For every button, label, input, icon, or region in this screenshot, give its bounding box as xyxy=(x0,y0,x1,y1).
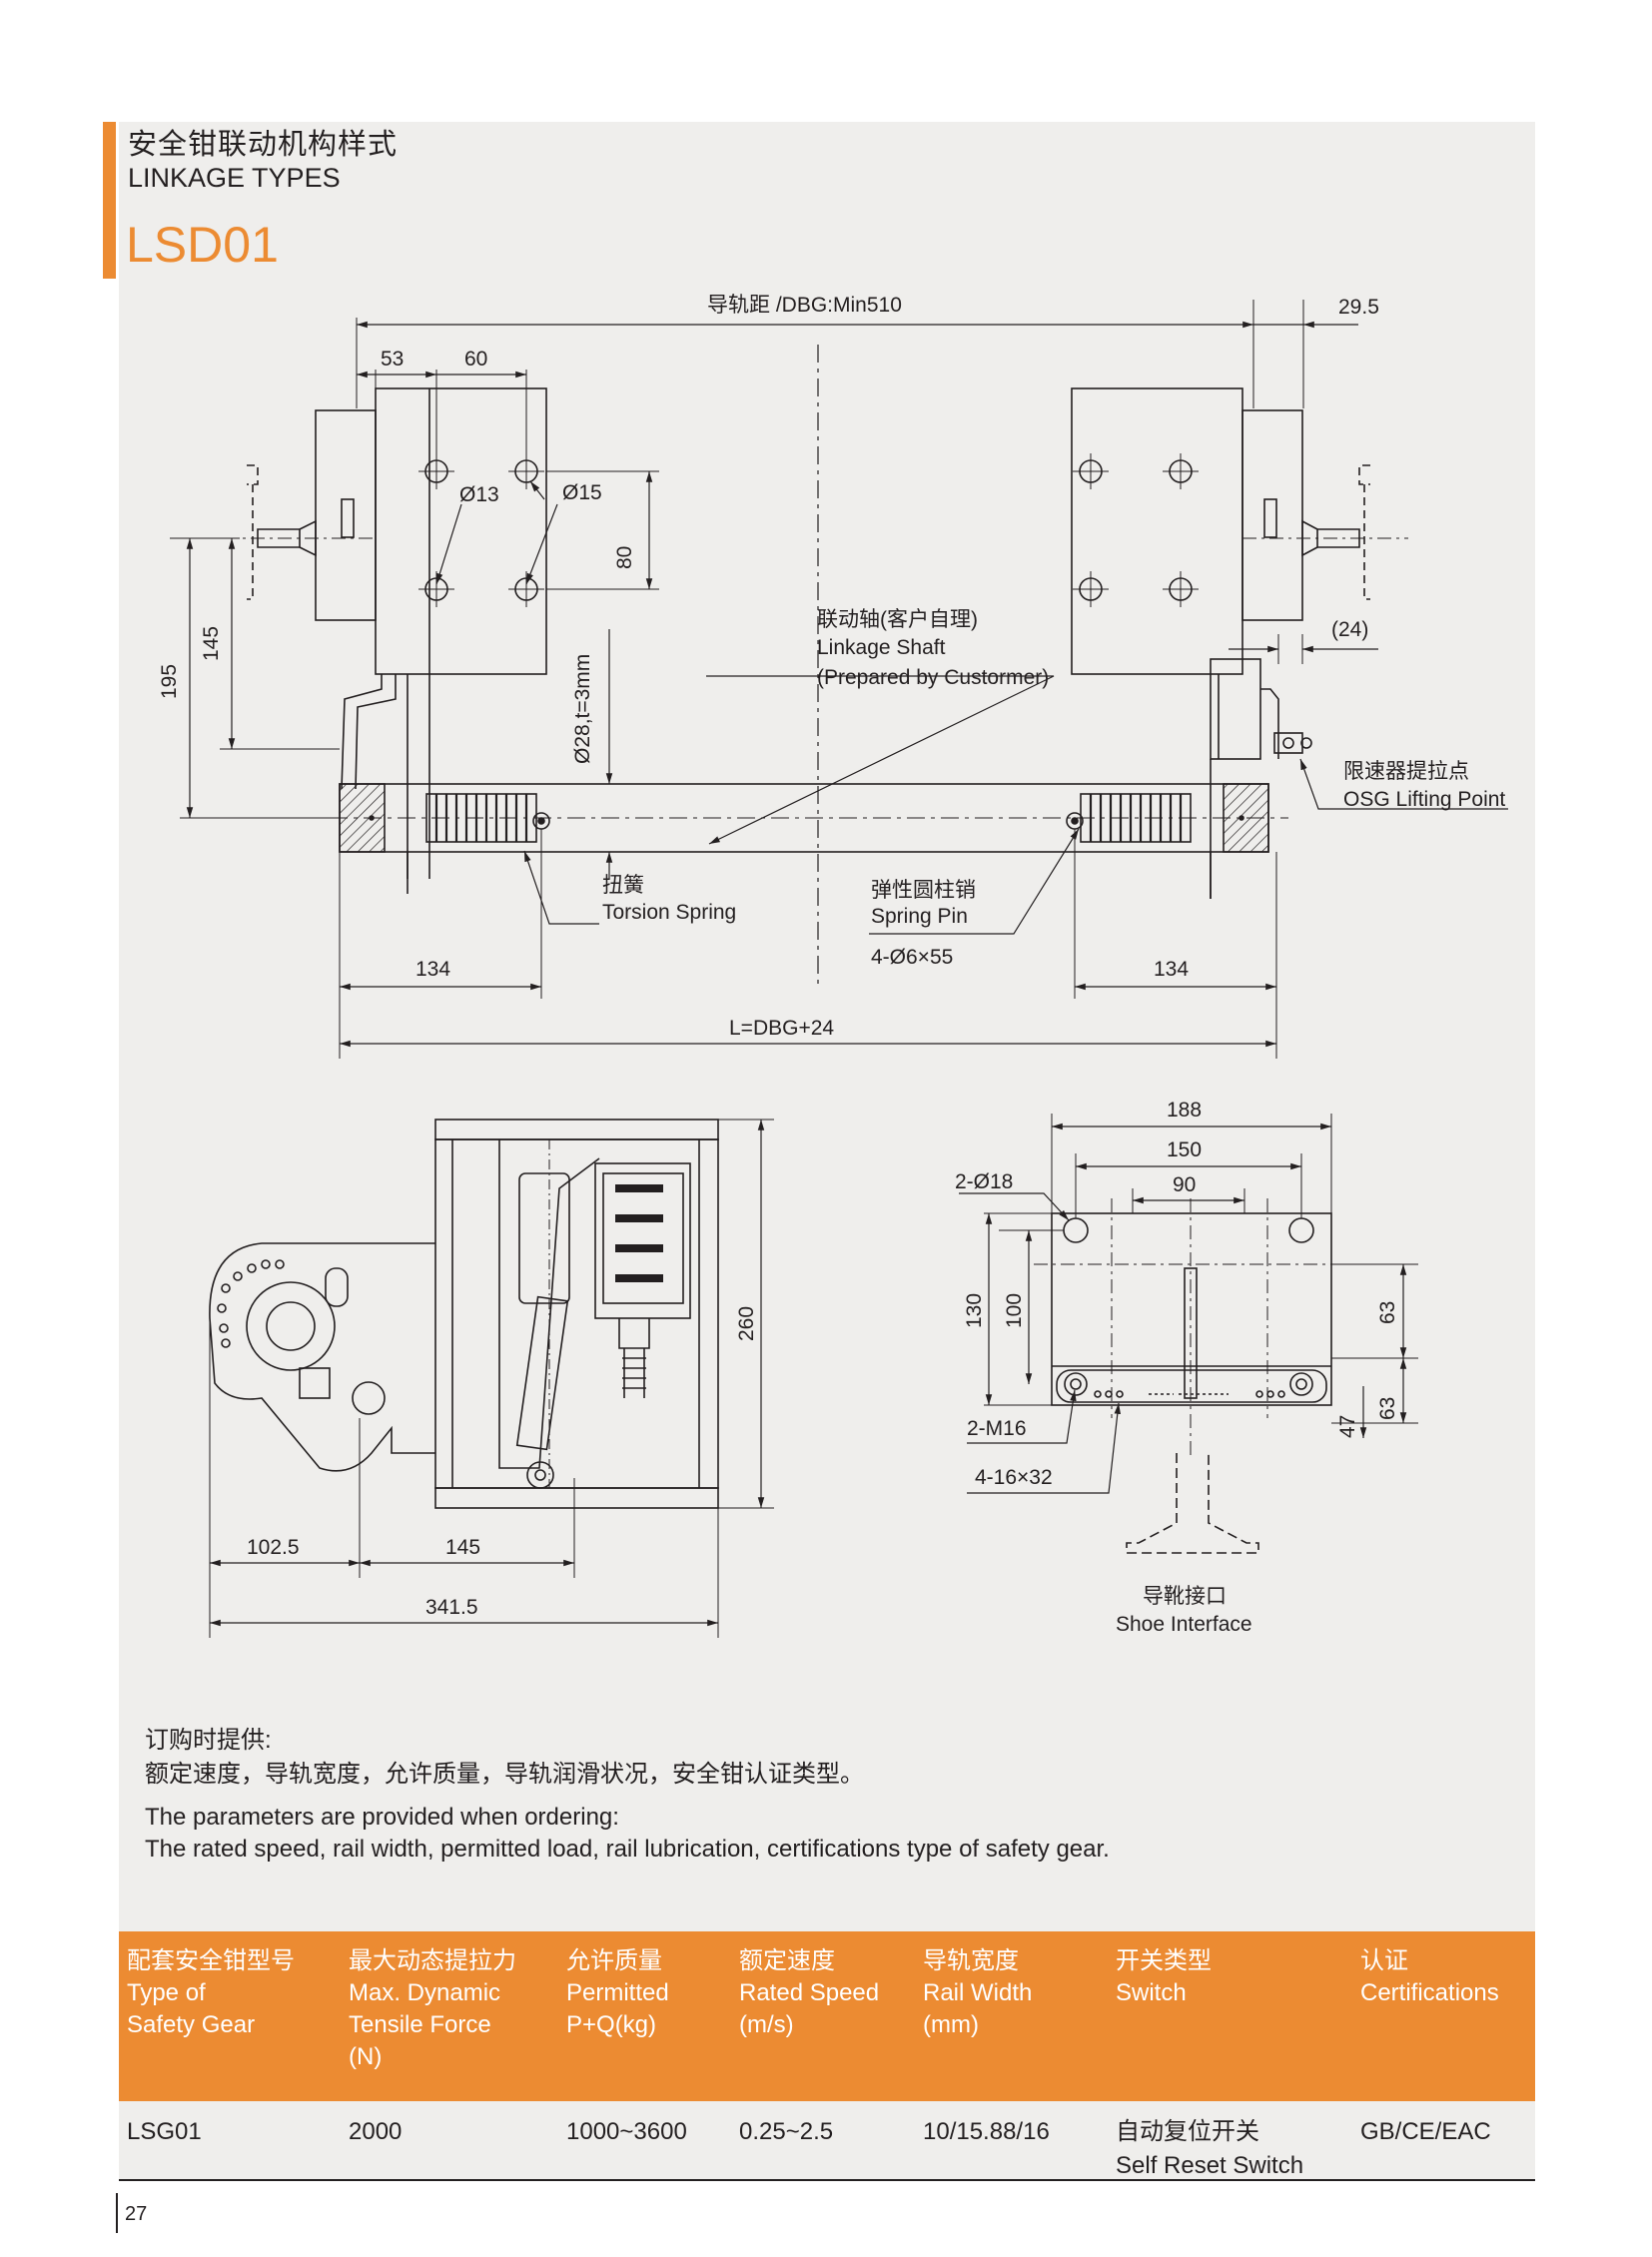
spring-label-en: Torsion Spring xyxy=(602,901,736,924)
order-note-en-title: The parameters are provided when orderin… xyxy=(145,1804,619,1831)
table-row: LSG01 2000 1000~3600 0.25~2.5 10/15.88/1… xyxy=(119,2101,1535,2181)
cell-force: 2000 xyxy=(349,2118,403,2145)
model-name: LSD01 xyxy=(126,217,279,273)
m16-label: 2-M16 xyxy=(967,1417,1027,1440)
page-number-rule xyxy=(116,2193,118,2233)
dim-24: (24) xyxy=(1331,618,1368,641)
osg-label-en: OSG Lifting Point xyxy=(1343,788,1505,811)
dim-102-5: 102.5 xyxy=(247,1536,300,1559)
accent-bar xyxy=(103,122,116,279)
dim-145: 145 xyxy=(200,626,223,661)
page-number: 27 xyxy=(125,2203,148,2225)
hole-15-label: Ø15 xyxy=(562,481,602,504)
dim-195: 195 xyxy=(158,664,181,699)
dim-53: 53 xyxy=(381,348,404,371)
header-force: 最大动态提拉力 Max. Dynamic Tensile Force (N) xyxy=(349,1947,516,2070)
hole-13-label: Ø13 xyxy=(459,483,499,506)
header-certifications: 认证 Certifications xyxy=(1360,1947,1499,2006)
dbg-label: 导轨距 /DBG:Min510 xyxy=(707,294,902,317)
header-rail-width: 导轨宽度 Rail Width (mm) xyxy=(923,1947,1033,2038)
dim-150: 150 xyxy=(1167,1138,1202,1161)
dim-134-right: 134 xyxy=(1154,958,1189,981)
osg-label-cn: 限速器提拉点 xyxy=(1343,760,1469,783)
slot-label: 4-16×32 xyxy=(975,1466,1053,1489)
cell-certifications: GB/CE/EAC xyxy=(1360,2118,1491,2145)
order-note-en-body: The rated speed, rail width, permitted l… xyxy=(145,1836,1110,1863)
cell-speed: 0.25~2.5 xyxy=(739,2118,834,2145)
pin-spec: 4-Ø6×55 xyxy=(871,946,953,969)
dim-63-lower: 63 xyxy=(1376,1397,1399,1420)
dim-145-side: 145 xyxy=(445,1536,480,1559)
dim-100: 100 xyxy=(1003,1293,1026,1328)
dim-341-5: 341.5 xyxy=(425,1596,478,1619)
length-label: L=DBG+24 xyxy=(729,1017,834,1040)
order-note-cn-title: 订购时提供: xyxy=(145,1727,272,1754)
cell-switch: 自动复位开关 Self Reset Switch xyxy=(1116,2118,1304,2179)
content-panel xyxy=(119,122,1535,2181)
shaft-note: (Prepared by Custormer) xyxy=(817,666,1049,689)
dim-80: 80 xyxy=(613,546,636,569)
shaft-label-cn: 联动轴(客户自理) xyxy=(817,608,978,631)
order-note-cn-body: 额定速度，导轨宽度，允许质量，导轨润滑状况，安全钳认证类型。 xyxy=(145,1761,864,1788)
spec-table: 配套安全钳型号 Type of Safety Gear 最大动态提拉力 Max.… xyxy=(119,1931,1535,2181)
pin-label-cn: 弹性圆柱销 xyxy=(871,879,976,902)
dim-90: 90 xyxy=(1173,1173,1196,1196)
shaft-spec: Ø28,t=3mm xyxy=(571,654,594,764)
cell-mass: 1000~3600 xyxy=(566,2118,687,2145)
header-switch: 开关类型 Switch xyxy=(1116,1947,1212,2006)
dim-60: 60 xyxy=(464,348,487,371)
spring-label-cn: 扭簧 xyxy=(602,874,644,897)
header-speed: 额定速度 Rated Speed (m/s) xyxy=(739,1947,880,2038)
cell-rail-width: 10/15.88/16 xyxy=(923,2118,1050,2145)
shoe-label-cn: 导靴接口 xyxy=(1143,1585,1227,1608)
header-mass: 允许质量 Permitted P+Q(kg) xyxy=(566,1947,669,2038)
dim-188: 188 xyxy=(1167,1099,1202,1122)
shaft-label-en: Linkage Shaft xyxy=(817,636,946,659)
dim-63-upper: 63 xyxy=(1376,1301,1399,1324)
header-type: 配套安全钳型号 Type of Safety Gear xyxy=(127,1947,295,2038)
section-title-cn: 安全钳联动机构样式 xyxy=(128,129,399,161)
hole-18-label: 2-Ø18 xyxy=(955,1170,1013,1193)
dim-29-5: 29.5 xyxy=(1338,296,1379,319)
dim-47: 47 xyxy=(1336,1415,1359,1438)
pin-label-en: Spring Pin xyxy=(871,905,968,928)
cell-type: LSG01 xyxy=(127,2118,202,2145)
shoe-label-en: Shoe Interface xyxy=(1116,1613,1252,1636)
dim-134-left: 134 xyxy=(415,958,450,981)
dim-260: 260 xyxy=(735,1306,758,1341)
spec-table-header: 配套安全钳型号 Type of Safety Gear 最大动态提拉力 Max.… xyxy=(119,1931,1535,2101)
dim-130: 130 xyxy=(963,1293,986,1328)
section-title-en: LINKAGE TYPES xyxy=(128,163,341,193)
